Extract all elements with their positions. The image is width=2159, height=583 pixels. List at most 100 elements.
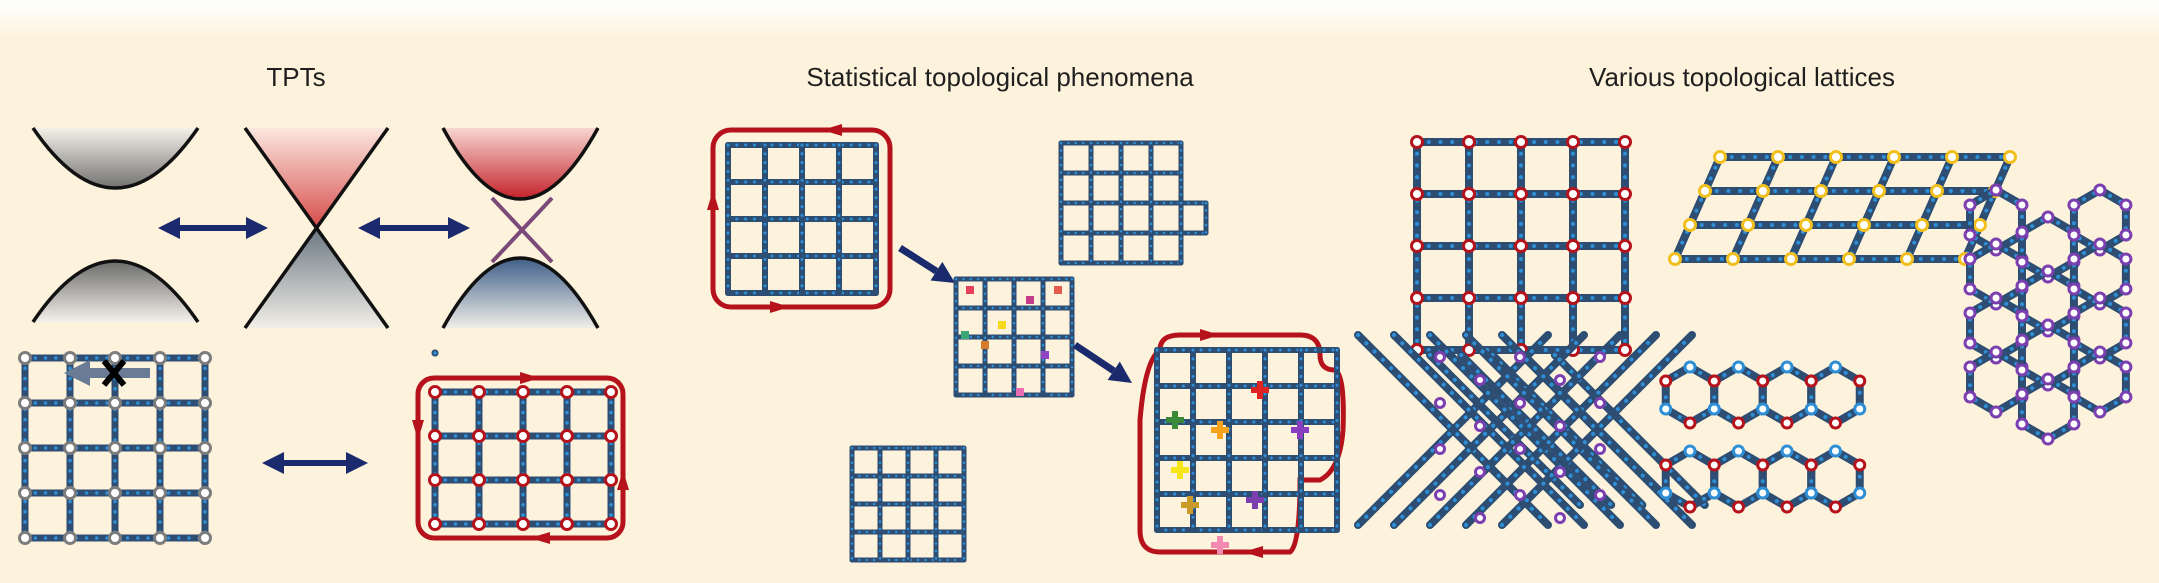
lattice-bond-dots (1464, 333, 1658, 527)
disorder-marker (1016, 388, 1024, 396)
lattice-site (1707, 402, 1721, 416)
lattice-site (1566, 187, 1580, 201)
lattice-site (1963, 390, 1977, 404)
arrow-head-right (346, 452, 368, 474)
lattice-site (1804, 374, 1818, 388)
lattice-bond-dots (1789, 155, 1838, 261)
lattice-site (1514, 239, 1528, 253)
lattice-site (108, 351, 122, 365)
lattice-site (2041, 264, 2055, 278)
band-diagram-inverted (441, 127, 600, 329)
disorder-marker (1041, 351, 1049, 359)
lattice-site (1707, 458, 1721, 472)
lattice-site (1554, 420, 1566, 432)
lattice-site (1963, 336, 1977, 350)
panel-title-lattices: Various topological lattices (1589, 62, 1895, 92)
lattice-site (1514, 351, 1526, 363)
lattice-site (1872, 184, 1886, 198)
lattice-site (1829, 150, 1843, 164)
lattice-site (516, 517, 530, 531)
lattice-site (2041, 432, 2055, 446)
arrow-head-left (262, 452, 284, 474)
lattice-site (18, 351, 32, 365)
lattice-honeycomb-purple (1963, 183, 2133, 446)
lattice-site (516, 385, 530, 399)
lower-band (31, 259, 200, 323)
lattice-site (108, 486, 122, 500)
lattice-site (1462, 291, 1476, 305)
disorder-marker (1172, 411, 1178, 429)
lattice-site (2067, 198, 2081, 212)
lattice-bond-dots (1490, 353, 1645, 507)
lattice-site (560, 473, 574, 487)
lattice-site (2041, 372, 2055, 386)
lattice-site (1434, 489, 1446, 501)
lattice-site (472, 429, 486, 443)
lattice-site (1804, 486, 1818, 500)
lattice-site (1989, 345, 2003, 359)
lattice-site (1410, 135, 1424, 149)
stat-lattice-bottom-left (849, 445, 967, 563)
stat-lattice-bottom-right (1137, 329, 1346, 558)
disorder-marker (1252, 491, 1258, 509)
disorder-marker (1217, 421, 1223, 439)
edge-state-loop (710, 127, 893, 310)
lattice-site (198, 396, 212, 410)
arrow-shaft (1073, 342, 1116, 374)
lattice-bond-dots (1847, 155, 1896, 261)
lattice-site (2003, 150, 2017, 164)
lattice-bond-dots (1459, 353, 1614, 507)
lattice-site (428, 473, 442, 487)
lattice-site (1726, 252, 1740, 266)
lattice-site (63, 396, 77, 410)
lattice-site (1474, 466, 1486, 478)
lattice-site (604, 473, 618, 487)
lattice-site (1566, 135, 1580, 149)
disorder-marker (1217, 536, 1223, 554)
lattice-site (1963, 282, 1977, 296)
lower-cone-fill (245, 228, 388, 328)
lattice-site (1804, 402, 1818, 416)
lattice-site (1514, 291, 1528, 305)
lattice-site (2015, 225, 2029, 239)
disorder-marker (1026, 296, 1034, 304)
lattice-site (1741, 218, 1755, 232)
lattice-site (428, 429, 442, 443)
lattice-site (108, 531, 122, 545)
panel-title-statistical: Statistical topological phenomena (806, 62, 1194, 92)
lattice-site (2119, 282, 2133, 296)
lattice-site (2015, 198, 2029, 212)
cone-line (243, 126, 390, 330)
lattice-bond-dots (1500, 333, 1694, 527)
lattice-site (2093, 183, 2107, 197)
lattice-site (1828, 500, 1842, 514)
lattice-bond-dots (1428, 333, 1622, 527)
lattice-site (198, 351, 212, 365)
lattice-site (1963, 360, 1977, 374)
lattice-site (2093, 405, 2107, 419)
lattice-site (1853, 486, 1867, 500)
lattice-site (1989, 183, 2003, 197)
lattice-site (63, 486, 77, 500)
lattice-site (1594, 489, 1606, 501)
lattice-site (1554, 512, 1566, 524)
lattice-site (198, 441, 212, 455)
lattice-site (153, 351, 167, 365)
lattice-site (1618, 291, 1632, 305)
lattice-site (1668, 252, 1682, 266)
lattice-site (2067, 336, 2081, 350)
lattice-site (1842, 252, 1856, 266)
arrow-head-right (246, 217, 268, 239)
lattice-honeycomb-red (1659, 360, 1867, 514)
lattice-site (1853, 402, 1867, 416)
lattice-site (153, 441, 167, 455)
lattice-site (1683, 218, 1697, 232)
lattice-site (1659, 458, 1673, 472)
lattice-site (1462, 187, 1476, 201)
lattice-site (2119, 390, 2133, 404)
arrow-head (930, 261, 955, 283)
lattice-site (472, 517, 486, 531)
top-fade (0, 0, 2159, 40)
disorder-marker (1297, 421, 1303, 439)
lattice-site (1828, 416, 1842, 430)
